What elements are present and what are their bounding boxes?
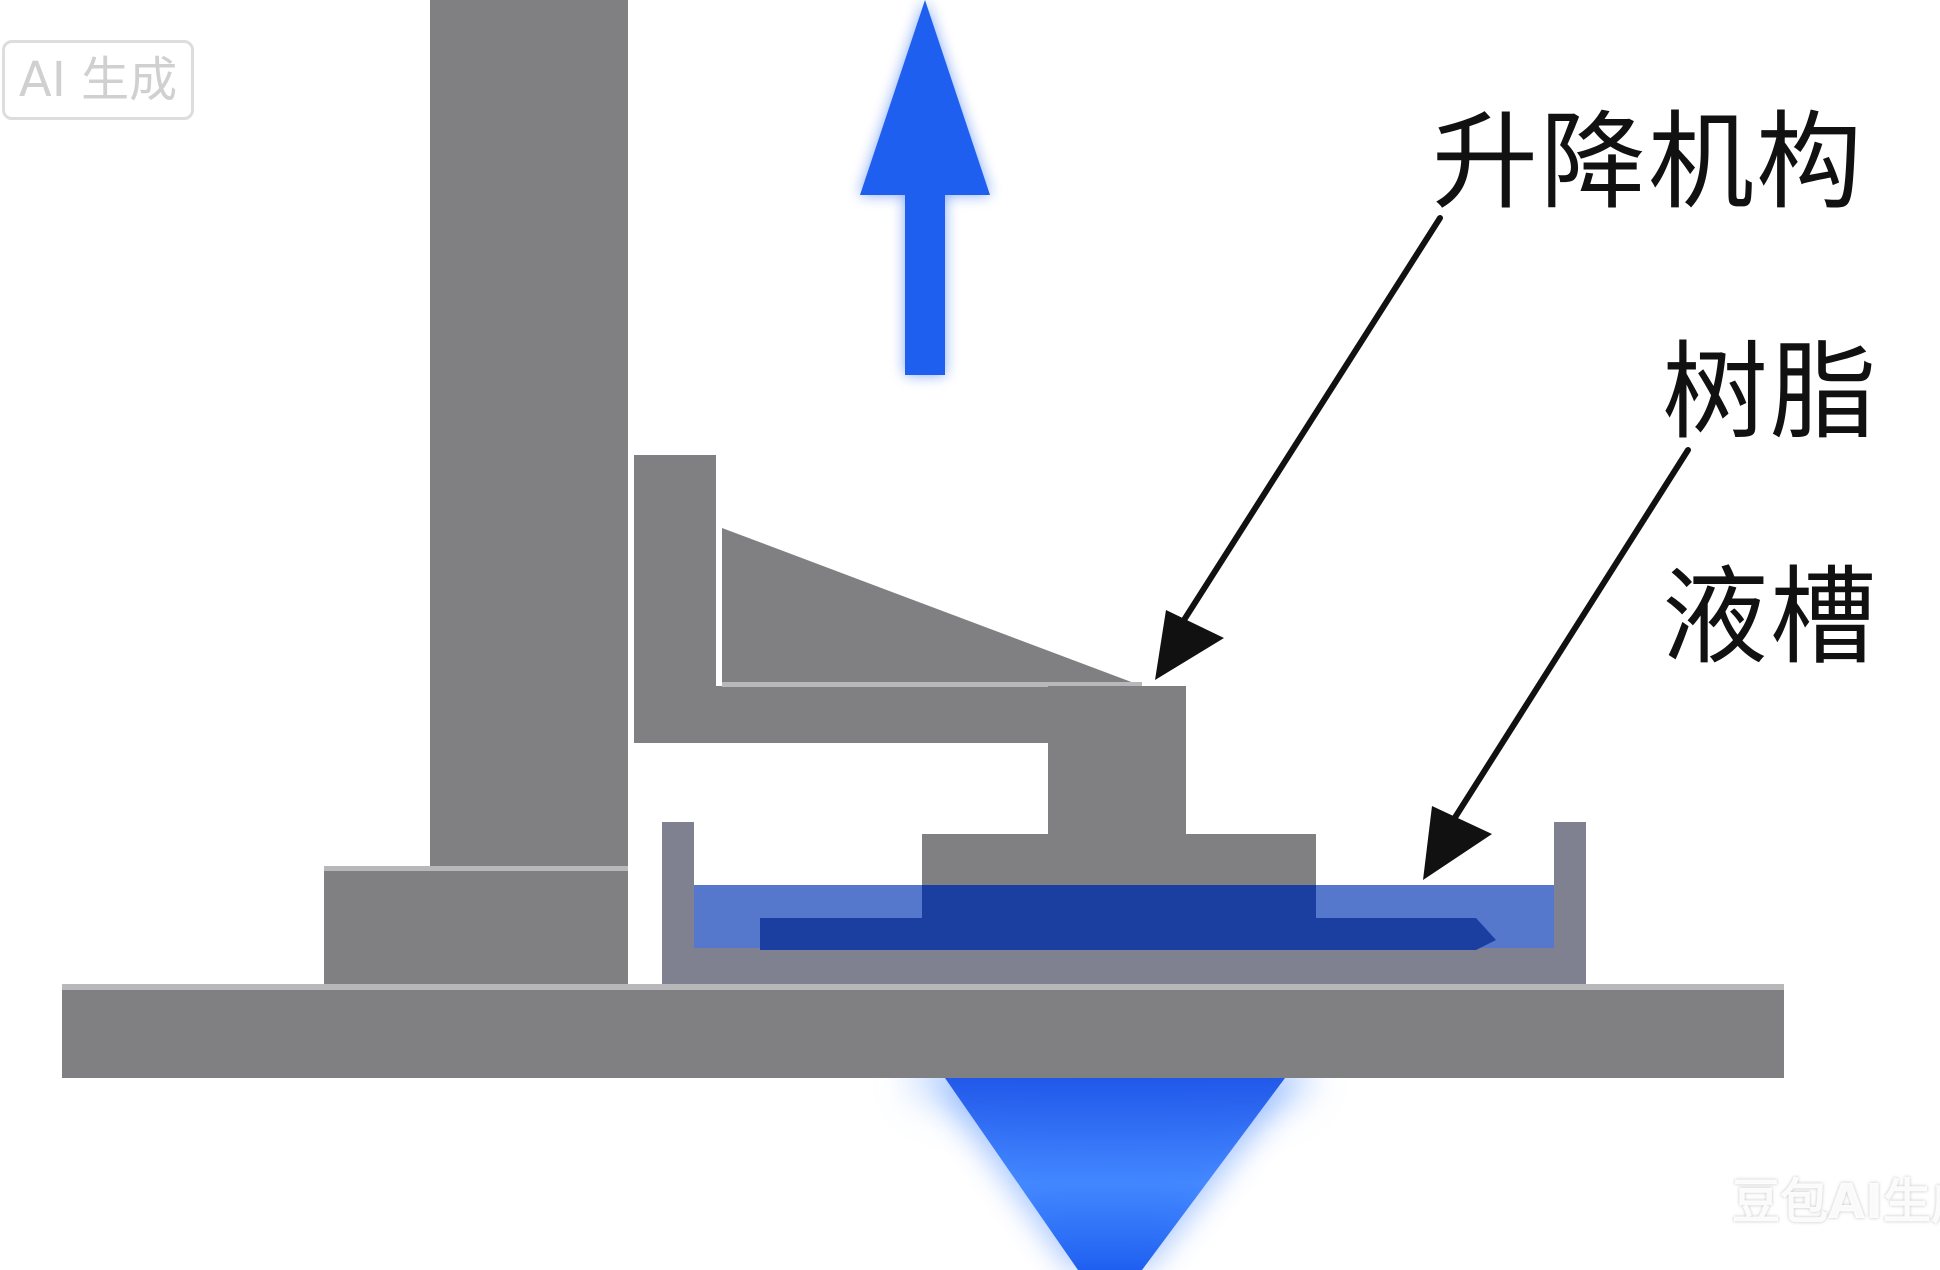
label-lift-mechanism: 升降机构 bbox=[1432, 101, 1864, 224]
printed-part bbox=[760, 918, 1496, 950]
pointer-lift-mechanism bbox=[1155, 215, 1443, 680]
pointer-resin bbox=[1423, 447, 1691, 880]
column-foot bbox=[324, 866, 628, 984]
watermark-doubao: 豆包AI生成 bbox=[1732, 1174, 1940, 1230]
vertical-column bbox=[430, 0, 628, 866]
up-arrow-icon bbox=[860, 0, 990, 375]
label-resin: 树脂 bbox=[1662, 331, 1878, 454]
lift-mechanism bbox=[634, 455, 1316, 886]
base-plate bbox=[62, 984, 1784, 1078]
watermark-ai-generated: AI 生成 bbox=[2, 40, 194, 120]
label-tank: 液槽 bbox=[1662, 556, 1878, 679]
